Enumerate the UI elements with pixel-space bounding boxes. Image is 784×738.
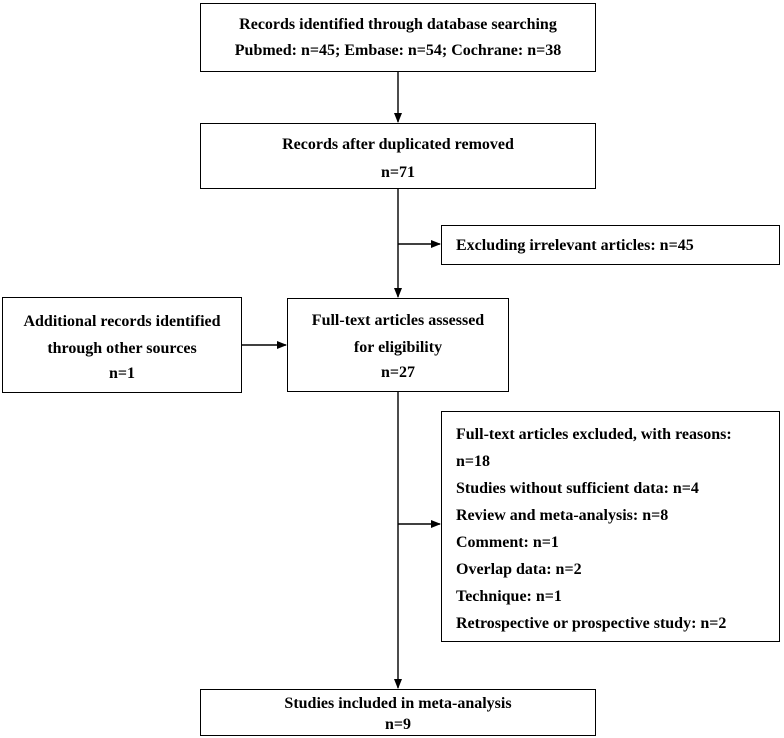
records-identified-detail: Pubmed: n=45; Embase: n=54; Cochrane: n=…	[234, 42, 562, 59]
records-deduplicated-count: n=71	[380, 164, 415, 181]
studies-included-title: Studies included in meta-analysis	[284, 695, 512, 712]
exclusion-reason-item: Studies without sufficient data: n=4	[456, 480, 699, 497]
exclusion-reason-item: Technique: n=1	[456, 588, 562, 605]
records-identified-box: Records identified through database sear…	[200, 3, 596, 72]
additional-records-line2: through other sources	[47, 340, 197, 357]
excluded-irrelevant-box: Excluding irrelevant articles: n=45	[441, 225, 780, 265]
excluded-irrelevant-text: Excluding irrelevant articles: n=45	[456, 237, 694, 254]
exclusion-reason-item: Review and meta-analysis: n=8	[456, 507, 669, 524]
additional-records-line1: Additional records identified	[23, 313, 221, 330]
records-deduplicated-title: Records after duplicated removed	[282, 136, 514, 153]
fulltext-excluded-box: Full-text articles excluded, with reason…	[441, 411, 780, 642]
records-identified-title: Records identified through database sear…	[239, 16, 557, 33]
fulltext-assessed-count: n=27	[380, 364, 415, 381]
fulltext-assessed-box: Full-text articles assessed for eligibil…	[287, 298, 509, 392]
fulltext-assessed-line2: for eligibility	[353, 339, 443, 356]
studies-included-box: Studies included in meta-analysis n=9	[200, 689, 596, 736]
fulltext-excluded-title: Full-text articles excluded, with reason…	[456, 426, 732, 443]
fulltext-assessed-line1: Full-text articles assessed	[311, 312, 485, 329]
fulltext-excluded-count: n=18	[456, 453, 491, 470]
additional-records-box: Additional records identified through ot…	[2, 297, 242, 393]
exclusion-reason-item: Comment: n=1	[456, 534, 559, 551]
additional-records-count: n=1	[108, 365, 135, 382]
exclusion-reason-item: Overlap data: n=2	[456, 561, 582, 578]
studies-included-count: n=9	[384, 716, 411, 733]
exclusion-reason-item: Retrospective or prospective study: n=2	[456, 615, 727, 632]
records-deduplicated-box: Records after duplicated removed n=71	[200, 123, 596, 189]
